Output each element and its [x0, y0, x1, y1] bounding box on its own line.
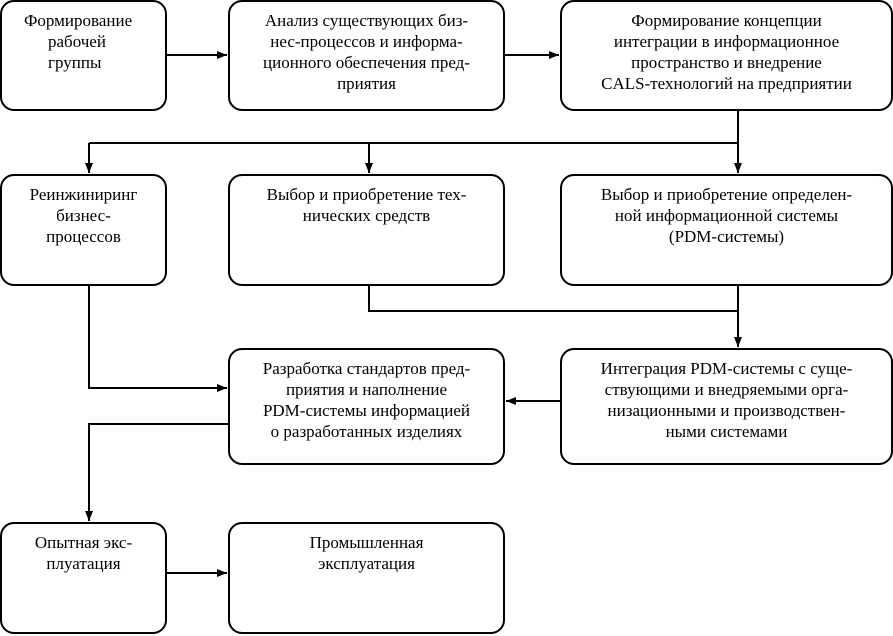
box-line: Промышленная	[309, 533, 424, 552]
box-trial: Опытная экс- плуатация	[0, 522, 167, 634]
box-concept: Формирование концепции интеграции в инфо…	[560, 0, 893, 111]
box-line: нес-процессов и информа-	[270, 32, 463, 51]
box-line: процессов	[46, 227, 121, 246]
box-line: (PDM-системы)	[668, 227, 785, 246]
box-line: низационными и производствен-	[607, 401, 846, 420]
box-line: Реинжиниринг	[29, 185, 138, 204]
box-line: нических средств	[302, 206, 431, 225]
box-line: группы	[48, 53, 102, 72]
box-line: Формирование концепции	[631, 11, 822, 30]
box-line: Выбор и приобретение определен-	[600, 185, 853, 204]
box-line: Интеграция PDM-системы с суще-	[600, 359, 853, 378]
box-standards: Разработка стандартов пред- приятия и на…	[228, 348, 505, 465]
box-line: ционного обеспечения пред-	[263, 53, 470, 72]
box-line: о разработанных изделиях	[270, 422, 463, 441]
box-reengineering: Реинжиниринг бизнес- процессов	[0, 174, 167, 286]
box-line: Формирование	[24, 11, 133, 30]
box-line: Выбор и приобретение тех-	[266, 185, 467, 204]
box-line: эксплуатация	[318, 554, 415, 573]
box-analysis: Анализ существующих биз- нес-процессов и…	[228, 0, 505, 111]
box-line: ными системами	[665, 422, 788, 441]
box-hardware: Выбор и приобретение тех- нических средс…	[228, 174, 505, 286]
box-industrial: Промышленная эксплуатация	[228, 522, 505, 634]
box-line: приятия и наполнение	[285, 380, 448, 399]
connector-hardware-to-merge	[368, 285, 738, 312]
box-line: Анализ существующих биз-	[264, 11, 469, 30]
box-line: Разработка стандартов пред-	[262, 359, 471, 378]
box-line: Опытная экс-	[34, 533, 133, 552]
box-line: ствующими и внедряемыми орга-	[604, 380, 849, 399]
box-pdm-selection: Выбор и приобретение определен- ной инфо…	[560, 174, 893, 286]
box-integration: Интеграция PDM-системы с суще- ствующими…	[560, 348, 893, 465]
arrow-standards-to-trial	[85, 423, 229, 521]
box-line: интеграции в информационное	[613, 32, 840, 51]
box-line: ной информационной системы	[614, 206, 839, 225]
box-line: CALS-технологий на предприятии	[601, 74, 852, 93]
box-line: пространство и внедрение	[631, 53, 822, 72]
box-line: рабочей	[48, 32, 106, 51]
box-line: приятия	[337, 74, 396, 93]
box-line: плуатация	[46, 554, 121, 573]
box-working-group: Формирование рабочей группы	[0, 0, 167, 111]
arrow-reengineering-to-standards	[88, 285, 227, 392]
box-line: бизнес-	[56, 206, 111, 225]
box-line: PDM-системы информацией	[262, 401, 471, 420]
